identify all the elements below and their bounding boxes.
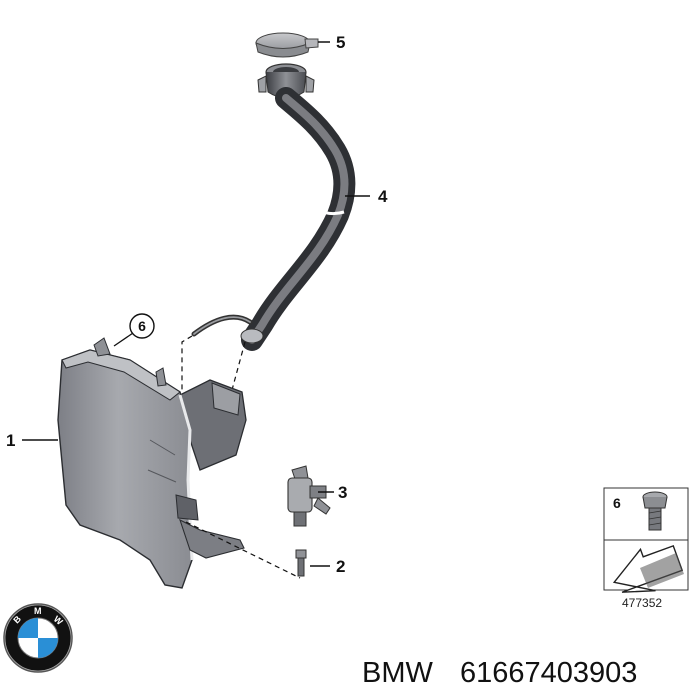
callout-tank: 1 [6,431,15,450]
logo-letter-m: M [34,606,42,616]
dashed-guide-hose [231,341,246,391]
cap-part [255,32,319,58]
diagram-number: 477352 [622,596,662,610]
drain-tube [191,314,253,337]
screw-ref-circle [129,313,155,339]
filler-neck [257,63,315,99]
callout-pump: 3 [338,483,347,502]
screw-icon [642,491,668,531]
washer-pump [287,465,331,527]
footer-part-number: 61667403903 [460,657,637,689]
callout-hose: 4 [378,187,388,206]
filler-hose-highlight [248,94,349,344]
legend-box: 6 [603,487,689,593]
leader-line-screw-ref [113,332,134,347]
hose-end-fitting [240,328,264,344]
legend-item-number: 6 [613,495,621,511]
bmw-logo: B M W [3,603,73,673]
screw-part [295,549,307,577]
hose-band [317,208,345,216]
filler-hose [241,87,356,351]
callout-cap: 5 [336,33,345,52]
footer-brand: BMW [362,657,434,689]
dashed-guide-drain [181,335,193,392]
dashed-guide-screw [185,521,301,579]
callout-screw-ref: 6 [138,318,146,334]
arrow-icon [612,545,684,593]
callout-screw: 2 [336,557,345,576]
washer-tank [57,337,247,589]
